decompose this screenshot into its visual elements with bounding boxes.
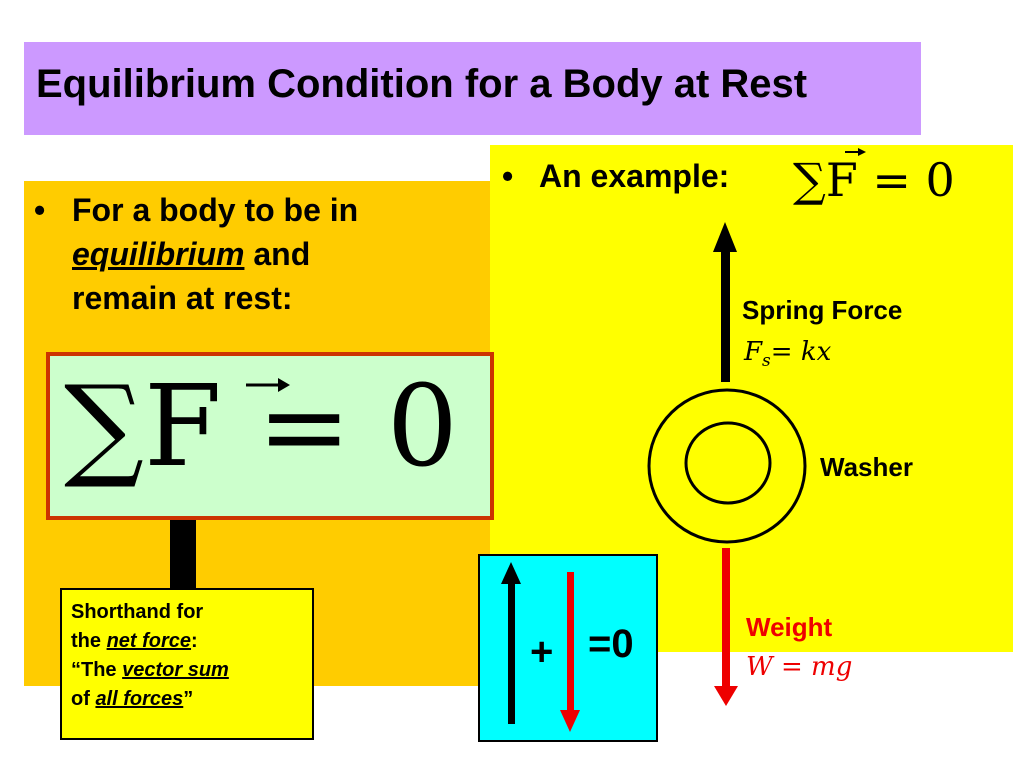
right-bullet-dot: • [502,158,514,194]
left-line-2-rest: and [244,236,311,272]
spring-formula-sub: s [762,351,771,372]
callout-line-4: of all forces” [71,685,312,714]
net-force-callout: Shorthand for the net force: “The vector… [60,588,314,740]
callout-line-2-post: : [191,630,198,652]
spring-formula-f: F [744,337,763,367]
sum-down-arrow [567,572,574,714]
spring-force-label: Spring Force [742,295,903,325]
net-force-formula-box [46,352,494,520]
left-line-1: For a body to be in [72,192,359,228]
sum-up-arrow [508,582,515,724]
spring-formula-rest: = kx [770,337,832,367]
plus-sign: + [530,630,554,674]
washer-inner-ring [684,421,772,505]
left-line-2: equilibrium and [72,232,358,276]
left-bullet-text: For a body to be in equilibrium and rema… [72,188,358,320]
vector-sum-term: vector sum [122,659,229,681]
all-forces-term: all forces [95,688,184,710]
washer-label: Washer [820,452,913,482]
equilibrium-term: equilibrium [72,236,245,272]
washer-outer-ring [647,388,807,544]
callout-line-4-pre: of [71,688,96,710]
weight-label: Weight [746,612,833,642]
spring-force-arrow [721,250,730,382]
callout-line-3-pre: “The [71,659,123,681]
callout-line-2-pre: the [71,630,107,652]
equals-zero: =0 [588,622,634,666]
left-line-3: remain at rest: [72,280,293,316]
example-formula: ∑F = 0 [793,153,955,207]
page-title: Equilibrium Condition for a Body at Rest [36,62,808,106]
weight-formula: W = mg [746,652,853,682]
title-banner [24,42,921,135]
spring-force-formula: Fs= kx [744,337,831,371]
weight-arrow [722,548,730,688]
left-bullet-dot: • [34,192,46,228]
callout-line-4-post: ” [183,688,194,710]
callout-line-3: “The vector sum [71,656,312,685]
example-label: An example: [539,158,730,194]
net-force-term: net force [106,630,192,652]
callout-line-2: the net force: [71,627,312,656]
callout-line-1: Shorthand for [71,601,204,623]
